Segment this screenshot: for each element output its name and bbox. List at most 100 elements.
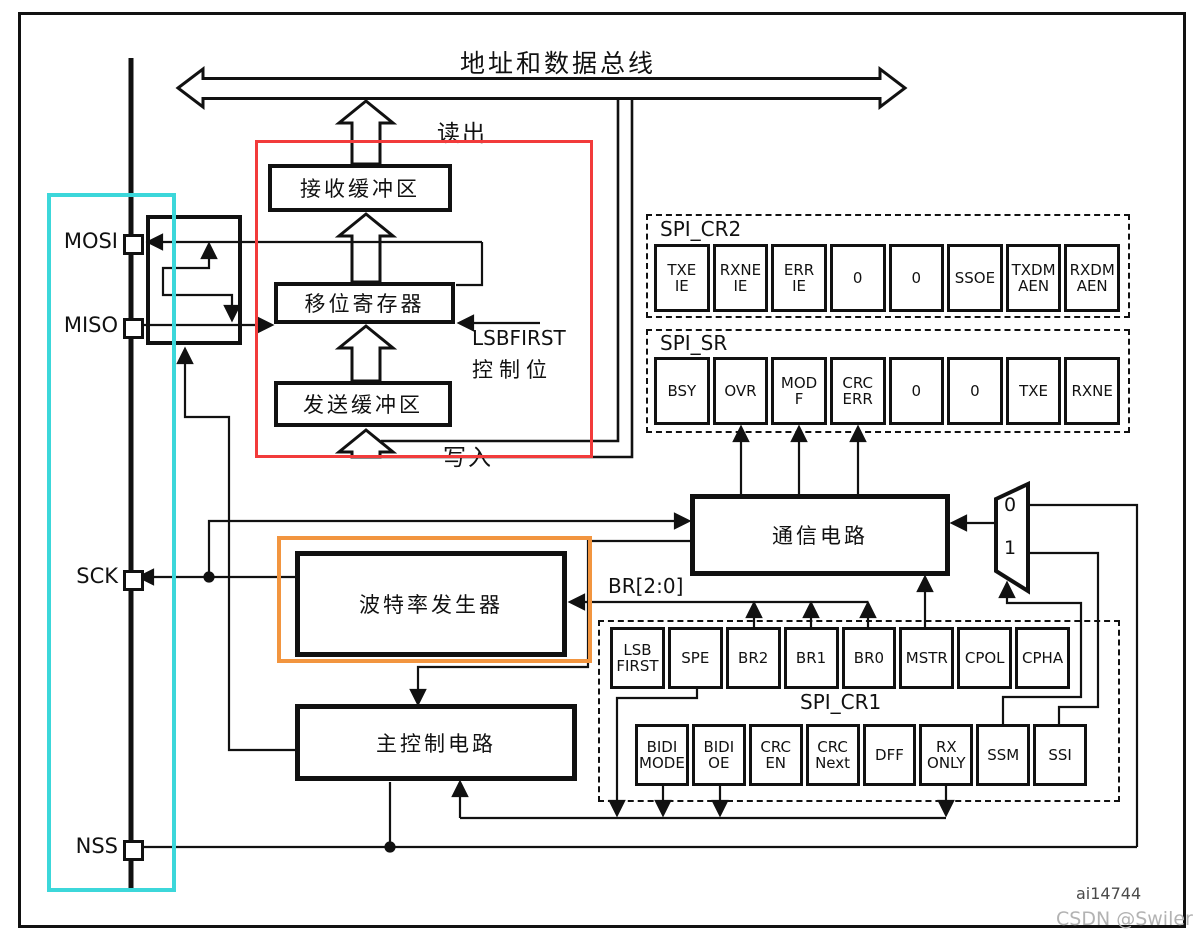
br-bus-label: BR[2:0] — [608, 574, 684, 598]
shift-to-rx-arrow — [334, 212, 398, 284]
bit-cell: CRC Next — [805, 724, 860, 786]
main-control-block: 主控制电路 — [295, 704, 577, 781]
pin-pad-miso — [123, 318, 144, 339]
bit-cell: LSB FIRST — [610, 627, 665, 689]
bit-cell: ERR IE — [771, 244, 827, 312]
pin-pad-nss — [123, 840, 144, 861]
pin-pad-mosi — [123, 234, 144, 255]
bit-cell: SSOE — [947, 244, 1003, 312]
lsbfirst-arrowhead — [456, 314, 475, 332]
wire-group — [128, 58, 1139, 888]
bit-cell: 0 — [888, 244, 945, 312]
bit-cell: BIDI OE — [691, 724, 746, 786]
mux-select-arrowhead — [998, 580, 1016, 599]
bit-cell: BR2 — [725, 627, 781, 689]
read-label: 读出 — [437, 121, 487, 147]
collect-arrowhead — [451, 779, 469, 798]
pin-label-miso: MISO — [63, 313, 118, 337]
bit-cell: 0 — [947, 357, 1003, 425]
spi-sr-title: SPI_SR — [660, 331, 728, 355]
pin-crossover-wires — [161, 249, 234, 316]
bit-cell: MOD F — [771, 357, 827, 425]
miso-arrowhead — [256, 316, 275, 334]
pin-crossover-box — [146, 215, 242, 345]
bit-cell: DFF — [862, 724, 917, 786]
bit-cell: BR0 — [841, 627, 897, 689]
block-arrows — [334, 99, 398, 459]
bit-cell: CRC EN — [748, 724, 803, 786]
read-arrow — [334, 99, 398, 166]
bit-cell: SPE — [667, 627, 723, 689]
mux-input0-wire — [1028, 503, 1139, 847]
bit-cell: 0 — [829, 244, 886, 312]
lsbfirst-label: LSBFIRST — [472, 326, 566, 350]
spi-sr-bits: BSY OVR MOD F CRC ERR 0 0 TXE RXNE — [654, 357, 1120, 425]
sck-arrowhead — [136, 568, 155, 586]
spi-cr2-title: SPI_CR2 — [660, 217, 742, 241]
baud-rate-generator-block: 波特率发生器 — [295, 551, 567, 657]
mux-input0-label: 0 — [1004, 494, 1017, 516]
mux-input1-label: 1 — [1004, 537, 1017, 559]
bit-cell: OVR — [712, 357, 769, 425]
bit-cell: TXDM AEN — [1005, 244, 1062, 312]
nss-mux-shape — [994, 480, 1030, 595]
spi-cr1-register-box — [598, 620, 1120, 802]
address-data-bus-arrow — [175, 65, 908, 111]
crossover-down-arrowhead — [223, 304, 241, 323]
spi-cr2-register-box — [646, 214, 1130, 318]
spi-cr1-bits-high: LSB FIRST SPE BR2 BR1 BR0 MSTR CPOL CPHA — [610, 627, 1070, 689]
rx-buffer-block: 接收缓冲区 — [268, 164, 452, 212]
bit-cell: SSM — [976, 724, 1031, 786]
lsbfirst-control-bit-label: 控制位 — [472, 358, 553, 382]
mstr-arrowhead — [916, 574, 934, 593]
bit-cell: RXNE — [1064, 357, 1120, 425]
maincontrol-to-crossover-wire — [183, 352, 295, 752]
comm-to-maincontrol-arrowhead — [409, 688, 427, 707]
bit-cell: CPHA — [1015, 627, 1070, 689]
write-arrow — [334, 428, 398, 459]
watermark: CSDN @Swiler — [1056, 908, 1193, 930]
bit-cell: SSI — [1033, 724, 1087, 786]
pin-label-sck: SCK — [76, 564, 118, 588]
write-label: 写入 — [443, 445, 493, 471]
sck-to-comm-arrowhead — [673, 512, 692, 530]
sck-to-comm-wire — [207, 519, 686, 577]
bit-cell: BIDI MODE — [635, 724, 689, 786]
bus-title: 地址和数据总线 — [460, 49, 657, 78]
bit-cell: CPOL — [957, 627, 1013, 689]
pin-pad-sck — [123, 570, 144, 591]
communication-circuit-block: 通信电路 — [690, 494, 950, 576]
bit-cell: RX ONLY — [919, 724, 974, 786]
br-arrowhead — [567, 593, 586, 611]
comm-to-maincontrol-wire — [416, 539, 690, 700]
bit-cell: CRC ERR — [829, 357, 886, 425]
bit-cell: BR1 — [783, 627, 839, 689]
tx-buffer-block: 发送缓冲区 — [274, 381, 452, 427]
mux-output-arrowhead — [949, 514, 968, 532]
bit-cell: BSY — [654, 357, 710, 425]
spi-cr2-bits: TXE IE RXNE IE ERR IE 0 0 SSOE TXDM AEN … — [654, 244, 1120, 312]
mosi-arrowhead — [145, 233, 164, 251]
pin-label-nss: NSS — [75, 834, 118, 858]
spe-wire — [615, 689, 699, 811]
tx-to-shift-arrow — [334, 324, 398, 383]
figure-border — [18, 12, 1186, 928]
spi-cr1-title: SPI_CR1 — [800, 690, 882, 714]
bit-cell: TXE — [1005, 357, 1062, 425]
write-path-inner — [381, 99, 620, 443]
bit-cell: RXNE IE — [712, 244, 769, 312]
bit-cell: RXDM AEN — [1064, 244, 1120, 312]
bit-cell: TXE IE — [654, 244, 710, 312]
crossover-up-arrowhead — [200, 241, 218, 260]
mux-select-ssm-wire — [1001, 586, 1083, 725]
spi-sr-register-box — [646, 329, 1130, 433]
mosi-wire — [148, 240, 484, 287]
figure-id: ai14744 — [1076, 884, 1142, 903]
mux-input1-ssi-wire — [1028, 551, 1100, 725]
shift-register-block: 移位寄存器 — [274, 282, 455, 324]
crossover-ctrl-arrowhead — [176, 346, 194, 365]
pin-label-mosi: MOSI — [63, 229, 118, 253]
spi-cr1-bits-low: BIDI MODE BIDI OE CRC EN CRC Next DFF RX… — [635, 724, 1087, 786]
